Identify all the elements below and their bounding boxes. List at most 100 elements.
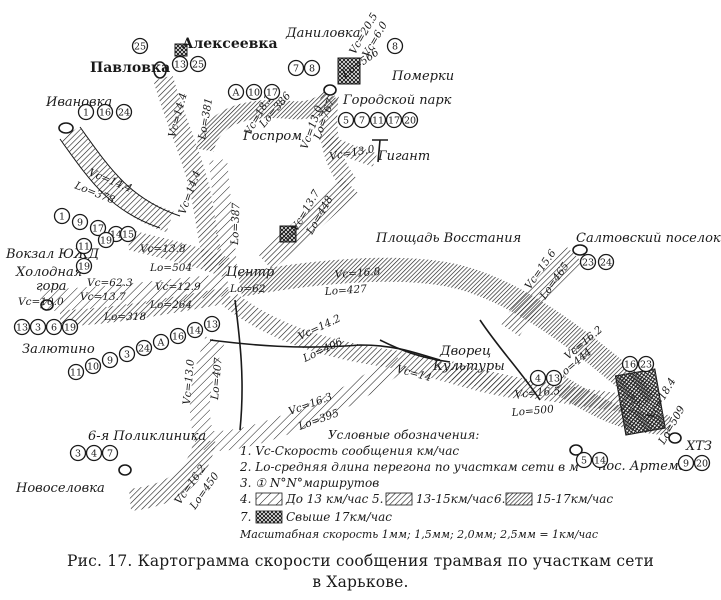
route-number: 13 <box>16 323 28 334</box>
route-number: 23 <box>582 258 594 269</box>
route-marker-vokzal_mid-1: 19 <box>97 231 115 249</box>
label-khtz2-lo: Lo=500 <box>510 403 554 419</box>
route-circle <box>385 111 403 129</box>
route-marker-zalyutino_diag-2: 9 <box>101 351 119 369</box>
route-marker-zalyutino_diag-5: А <box>152 333 170 351</box>
route-number: 5 <box>343 116 349 127</box>
label-kholod-vc2: Vc=13.7 <box>80 291 126 303</box>
route-number: 17 <box>388 116 400 127</box>
route-circle <box>369 111 387 129</box>
route-number: 11 <box>372 116 384 127</box>
route-marker-vokzal_top-0: 1 <box>53 207 71 225</box>
legend-swatch-5 <box>385 492 413 506</box>
route-number: 1 <box>83 108 89 119</box>
route-number: 17 <box>92 224 104 235</box>
route-marker-danilovka_a-1: 8 <box>303 59 321 77</box>
route-circle <box>245 83 263 101</box>
route-circle <box>621 355 639 373</box>
route-marker-poliklinika-2: 7 <box>101 444 119 462</box>
route-circle <box>45 318 63 336</box>
place-poliklinika: 6-я Поликлиника <box>88 429 206 444</box>
place-tsentr: Центр <box>226 265 275 280</box>
route-number: 9 <box>107 356 113 367</box>
place-novoselovka: Новоселовка <box>15 481 105 496</box>
label-kholod-vc: Vc=62.3 <box>87 277 133 289</box>
route-marker-gosprom-2: 17 <box>263 83 281 101</box>
route-marker-park-3: 17 <box>385 111 403 129</box>
route-number: 16 <box>624 360 636 371</box>
route-number: 4 <box>535 374 541 385</box>
route-circle <box>85 444 103 462</box>
legend-item-3: 3. ① N°N°маршрутов <box>240 476 379 490</box>
place-names: Алексеевка Павловка Даниловка Померки Го… <box>5 26 721 496</box>
place-gosprom: Госпром <box>242 129 302 144</box>
label-west-lo: Lo=264 <box>149 299 192 311</box>
route-circle <box>677 454 695 472</box>
label-south-lo: Lo=407 <box>209 357 225 401</box>
legend-item-5: 13-15км/час <box>416 492 493 506</box>
route-circle <box>386 37 404 55</box>
label-east-lo: Lo=427 <box>323 283 367 298</box>
band-east <box>237 257 658 409</box>
route-circle <box>303 59 321 77</box>
route-number: 16 <box>172 332 184 343</box>
route-number: 19 <box>100 236 112 247</box>
route-marker-zalyutino_line-2: 6 <box>45 318 63 336</box>
route-marker-pavlovka-0: 13 <box>171 55 189 73</box>
place-ploshchad: Площадь Восстания <box>375 231 521 246</box>
route-number: 8 <box>309 64 315 75</box>
route-marker-poliklinika-0: 3 <box>69 444 87 462</box>
route-marker-park-4: 20 <box>401 111 419 129</box>
route-circle <box>186 321 204 339</box>
route-circle <box>401 111 419 129</box>
place-pomerki: Померки <box>391 69 454 84</box>
route-number: 14 <box>110 230 122 241</box>
route-number: 7 <box>359 116 365 127</box>
route-number: 10 <box>87 362 99 373</box>
route-number: 23 <box>640 360 652 371</box>
route-marker-artema-0: 5 <box>575 451 593 469</box>
route-number: 4 <box>91 449 97 460</box>
route-marker-dvorets-1: 13 <box>545 369 563 387</box>
route-marker-danilovka_b-0: 8 <box>386 37 404 55</box>
figure-caption: Рис. 17. Картограмма скорости сообщения … <box>0 551 721 593</box>
route-circle <box>337 111 355 129</box>
route-circle <box>263 83 281 101</box>
route-number: 7 <box>107 449 113 460</box>
legend-item-2: 2. Lo-средняя длина перегона по участкам… <box>239 460 579 474</box>
route-marker-saltovka-1: 24 <box>597 253 615 271</box>
band-khtz <box>447 361 642 414</box>
route-marker-khtz_top-1: 23 <box>637 355 655 373</box>
route-circle <box>169 327 187 345</box>
legend-item-4: До 13 км/час <box>285 492 369 506</box>
place-pavlovka: Павловка <box>90 60 170 76</box>
route-circle <box>693 454 711 472</box>
fast-blocks <box>174 43 666 436</box>
route-marker-zalyutino_diag-7: 14 <box>186 321 204 339</box>
legend-item-4-num: 4. <box>239 492 251 506</box>
legend-title: Условные обозначения: <box>328 428 479 442</box>
band-pavlovka <box>153 75 225 273</box>
route-marker-vokzal_top-1: 9 <box>71 213 89 231</box>
route-number: 9 <box>683 459 689 470</box>
route-circle <box>97 231 115 249</box>
route-number: 3 <box>124 350 130 361</box>
route-circle <box>61 318 79 336</box>
route-circle <box>75 237 93 255</box>
route-number: 25 <box>192 60 204 71</box>
band-novo <box>128 437 216 511</box>
label-far-west-lo: Lo=318 <box>103 311 146 323</box>
band-kholod <box>39 274 229 311</box>
place-ivanovka: Ивановка <box>45 95 112 110</box>
route-circle <box>53 207 71 225</box>
route-number: 16 <box>99 108 111 119</box>
route-number: 14 <box>189 326 201 337</box>
legend-swatch-7 <box>255 510 283 524</box>
terminal-loops <box>40 61 682 476</box>
route-circle <box>287 59 305 77</box>
legend-item-6-num: 6. <box>494 492 505 506</box>
legend-swatch-6 <box>505 492 533 506</box>
route-number: 24 <box>138 344 150 355</box>
route-marker-danilovka_a-0: 7 <box>287 59 305 77</box>
